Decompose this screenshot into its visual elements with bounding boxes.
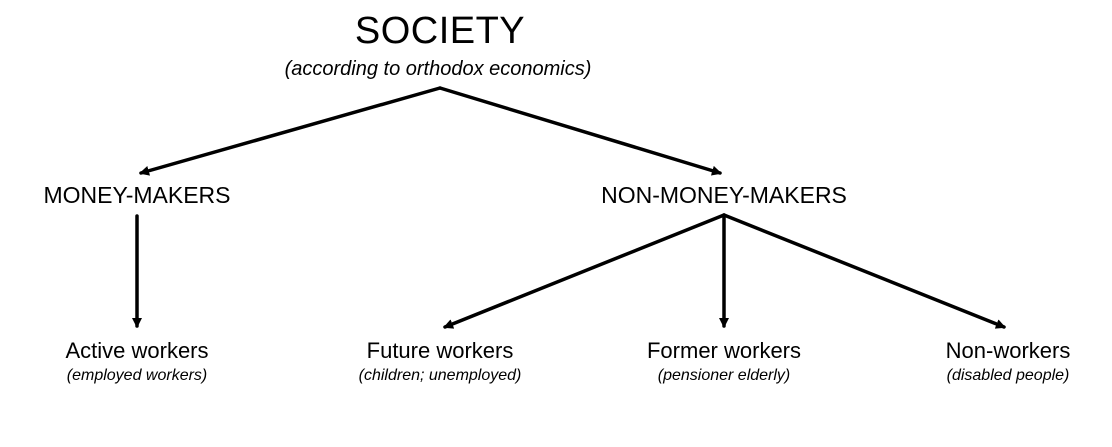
arrow-society-to-non-money-makers	[438, 86, 722, 176]
root-subtitle: (according to orthodox economics)	[284, 58, 592, 80]
node-money-makers: MONEY-MAKERS	[43, 182, 231, 208]
node-future-workers-sublabel: (children; unemployed)	[358, 367, 522, 384]
node-active-workers: Active workers	[65, 338, 209, 363]
node-former-workers: Former workers	[646, 338, 802, 363]
node-non-workers-sublabel: (disabled people)	[946, 367, 1070, 384]
arrow-non-money-makers-to-future-workers	[443, 213, 726, 329]
node-future-workers: Future workers	[366, 338, 514, 363]
arrow-non-money-makers-to-non-workers	[722, 213, 1006, 329]
node-non-workers: Non-workers	[945, 338, 1071, 363]
root-title: SOCIETY	[354, 10, 526, 52]
node-former-workers-sublabel: (pensioner elderly)	[657, 367, 791, 384]
node-active-workers-sublabel: (employed workers)	[66, 367, 208, 384]
node-non-money-makers: NON-MONEY-MAKERS	[601, 182, 847, 208]
arrow-society-to-money-makers	[139, 86, 442, 176]
